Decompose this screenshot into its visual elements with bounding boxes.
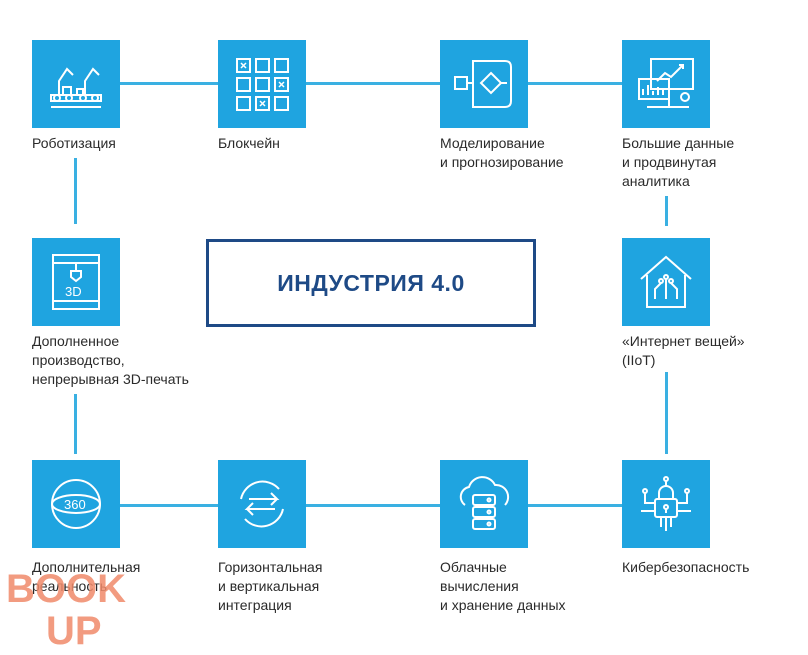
printer-3d-text: 3D	[65, 284, 82, 299]
smart-house-icon	[622, 238, 710, 326]
node-label-big-data: Большие данные и продвинутая аналитика	[622, 135, 735, 189]
logo-text-up: UP	[46, 609, 102, 650]
vr-360-text: 360	[64, 497, 86, 512]
connector-line	[665, 196, 668, 226]
cyber-lock-icon	[622, 460, 710, 548]
analytics-monitor-icon	[622, 40, 710, 128]
connector-line	[528, 504, 622, 507]
logo-text-book: BOOK	[6, 567, 126, 611]
node-label-iiot: «Интернет вещей» (IIoT)	[622, 333, 745, 368]
node-label-3d-printing: Дополненное производство, непрерывная 3D…	[32, 333, 189, 387]
bookup-logo: BOOK UP	[6, 567, 126, 650]
node-label-robotization: Роботизация	[32, 135, 116, 151]
industry-4-center-box: ИНДУСТРИЯ 4.0	[206, 239, 536, 327]
robot-arm-icon	[32, 40, 120, 128]
3d-printer-icon: 3D	[32, 238, 120, 326]
connector-line	[306, 504, 440, 507]
connector-line	[120, 82, 218, 85]
vr-360-icon: 360	[32, 460, 120, 548]
flowchart-icon	[440, 40, 528, 128]
node-label-modeling: Моделирование и прогнозирование	[440, 135, 564, 170]
integration-arrows-icon	[218, 460, 306, 548]
node-label-blockchain: Блокчейн	[218, 135, 280, 151]
node-label-ar: Дополнительная реальность	[32, 559, 141, 594]
connector-line	[665, 372, 668, 454]
connector-line	[120, 504, 218, 507]
connector-line	[74, 158, 77, 224]
connector-line	[74, 394, 77, 454]
blockchain-grid-icon	[218, 40, 306, 128]
diagram-title: ИНДУСТРИЯ 4.0	[277, 269, 465, 296]
node-label-cybersecurity: Кибербезопасность	[622, 559, 750, 575]
node-label-cloud: Облачные вычисления и хранение данных	[440, 559, 566, 613]
connector-line	[528, 82, 622, 85]
cloud-database-icon	[440, 460, 528, 548]
connector-line	[306, 82, 440, 85]
node-label-integration: Горизонтальная и вертикальная интеграция	[218, 559, 323, 613]
